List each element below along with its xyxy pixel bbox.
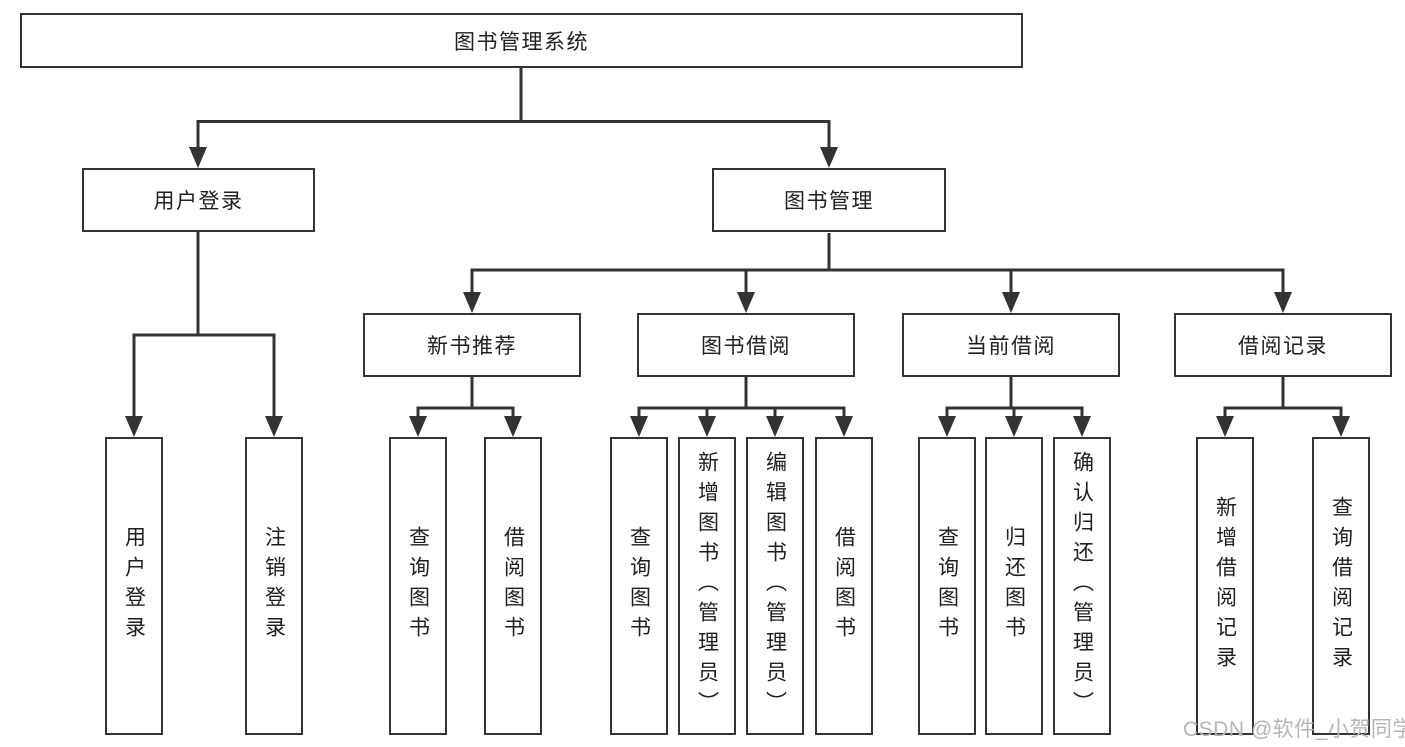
watermark: CSDN @软件_小贺同学 bbox=[1183, 718, 1405, 741]
leaf-borrow-books-1: 借阅图书 bbox=[484, 437, 542, 735]
leaf-query-books-3: 查询图书 bbox=[918, 437, 976, 735]
leaf-confirm-return-admin: 确认归还（管理员） bbox=[1053, 437, 1111, 735]
node-book-borrowing-label: 图书借阅 bbox=[701, 335, 791, 358]
node-borrowing-records-label: 借阅记录 bbox=[1238, 335, 1328, 358]
node-library-system: 图书管理系统 bbox=[20, 13, 1023, 68]
arrowheads bbox=[125, 147, 1350, 437]
leaf-query-books-3-label: 查询图书 bbox=[935, 526, 959, 646]
node-current-borrowing-label: 当前借阅 bbox=[966, 335, 1056, 358]
connector-stroke bbox=[132, 68, 1343, 422]
leaf-add-book-admin-label: 新增图书（管理员） bbox=[695, 451, 719, 721]
node-user-login: 用户登录 bbox=[82, 168, 315, 232]
leaf-return-books: 归还图书 bbox=[985, 437, 1043, 735]
leaf-user-login: 用户登录 bbox=[105, 437, 163, 735]
leaf-query-borrow-record-label: 查询借阅记录 bbox=[1329, 496, 1353, 676]
leaf-borrow-books-2: 借阅图书 bbox=[815, 437, 873, 735]
leaf-add-borrow-record-label: 新增借阅记录 bbox=[1213, 496, 1237, 676]
leaf-edit-book-admin: 编辑图书（管理员） bbox=[746, 437, 804, 735]
leaf-query-books-2-label: 查询图书 bbox=[627, 526, 651, 646]
leaf-query-books-1-label: 查询图书 bbox=[406, 526, 430, 646]
leaf-borrow-books-2-label: 借阅图书 bbox=[832, 526, 856, 646]
leaf-edit-book-admin-label: 编辑图书（管理员） bbox=[763, 451, 787, 721]
leaf-add-borrow-record: 新增借阅记录 bbox=[1196, 437, 1254, 735]
leaf-query-borrow-record: 查询借阅记录 bbox=[1312, 437, 1370, 735]
node-borrowing-records: 借阅记录 bbox=[1174, 313, 1392, 377]
leaf-logout-login: 注销登录 bbox=[245, 437, 303, 735]
node-book-management-label: 图书管理 bbox=[784, 190, 874, 213]
leaf-borrow-books-1-label: 借阅图书 bbox=[501, 526, 525, 646]
node-user-login-label: 用户登录 bbox=[153, 190, 244, 213]
node-new-book-recommend-label: 新书推荐 bbox=[427, 335, 517, 358]
leaf-return-books-label: 归还图书 bbox=[1002, 526, 1026, 646]
leaf-user-login-label: 用户登录 bbox=[122, 526, 146, 646]
leaf-query-books-2: 查询图书 bbox=[610, 437, 668, 735]
leaf-logout-login-label: 注销登录 bbox=[262, 526, 286, 646]
node-new-book-recommend: 新书推荐 bbox=[363, 313, 581, 377]
leaf-confirm-return-admin-label: 确认归还（管理员） bbox=[1070, 451, 1094, 721]
leaf-add-book-admin: 新增图书（管理员） bbox=[678, 437, 736, 735]
node-current-borrowing: 当前借阅 bbox=[902, 313, 1120, 377]
node-book-borrowing: 图书借阅 bbox=[637, 313, 855, 377]
leaf-query-books-1: 查询图书 bbox=[389, 437, 447, 735]
node-library-system-label: 图书管理系统 bbox=[454, 30, 589, 54]
node-book-management: 图书管理 bbox=[712, 168, 946, 232]
